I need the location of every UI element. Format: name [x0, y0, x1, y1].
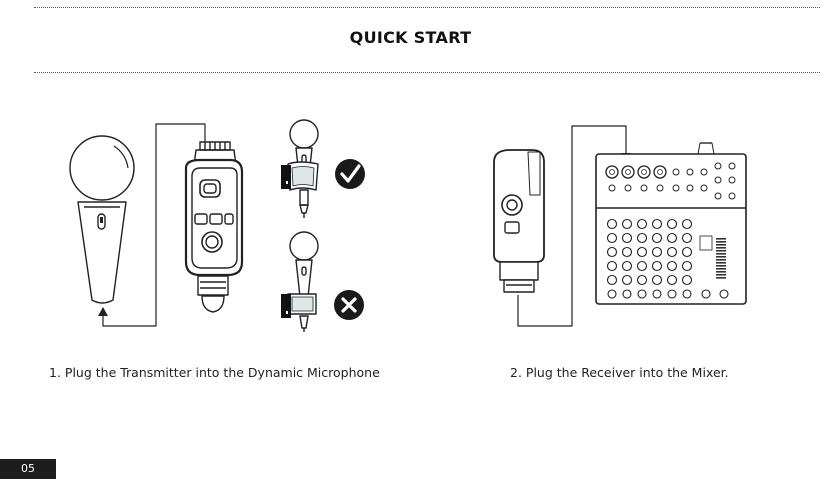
transmitter-illustration: [184, 141, 244, 313]
page-number: 05: [0, 459, 56, 479]
cable-receiver-to-mixer: [517, 125, 627, 327]
mixer-controls: [605, 162, 736, 299]
mic-with-transmitter-wrong: [281, 231, 319, 332]
header-dotted-rule: [34, 72, 820, 73]
receiver-illustration: [493, 149, 545, 293]
mic-with-transmitter-correct: [281, 119, 319, 218]
cross-mark-icon: [334, 290, 364, 320]
step-1-caption: 1. Plug the Transmitter into the Dynamic…: [49, 365, 380, 380]
cable-transmitter-to-mic: [102, 123, 206, 327]
step-2-caption: 2. Plug the Receiver into the Mixer.: [510, 365, 729, 380]
mixer-illustration: [595, 142, 747, 305]
top-dotted-rule: [34, 7, 820, 8]
page-title: QUICK START: [349, 28, 472, 47]
check-mark-icon: [335, 159, 365, 189]
dynamic-microphone-illustration: [69, 135, 135, 304]
